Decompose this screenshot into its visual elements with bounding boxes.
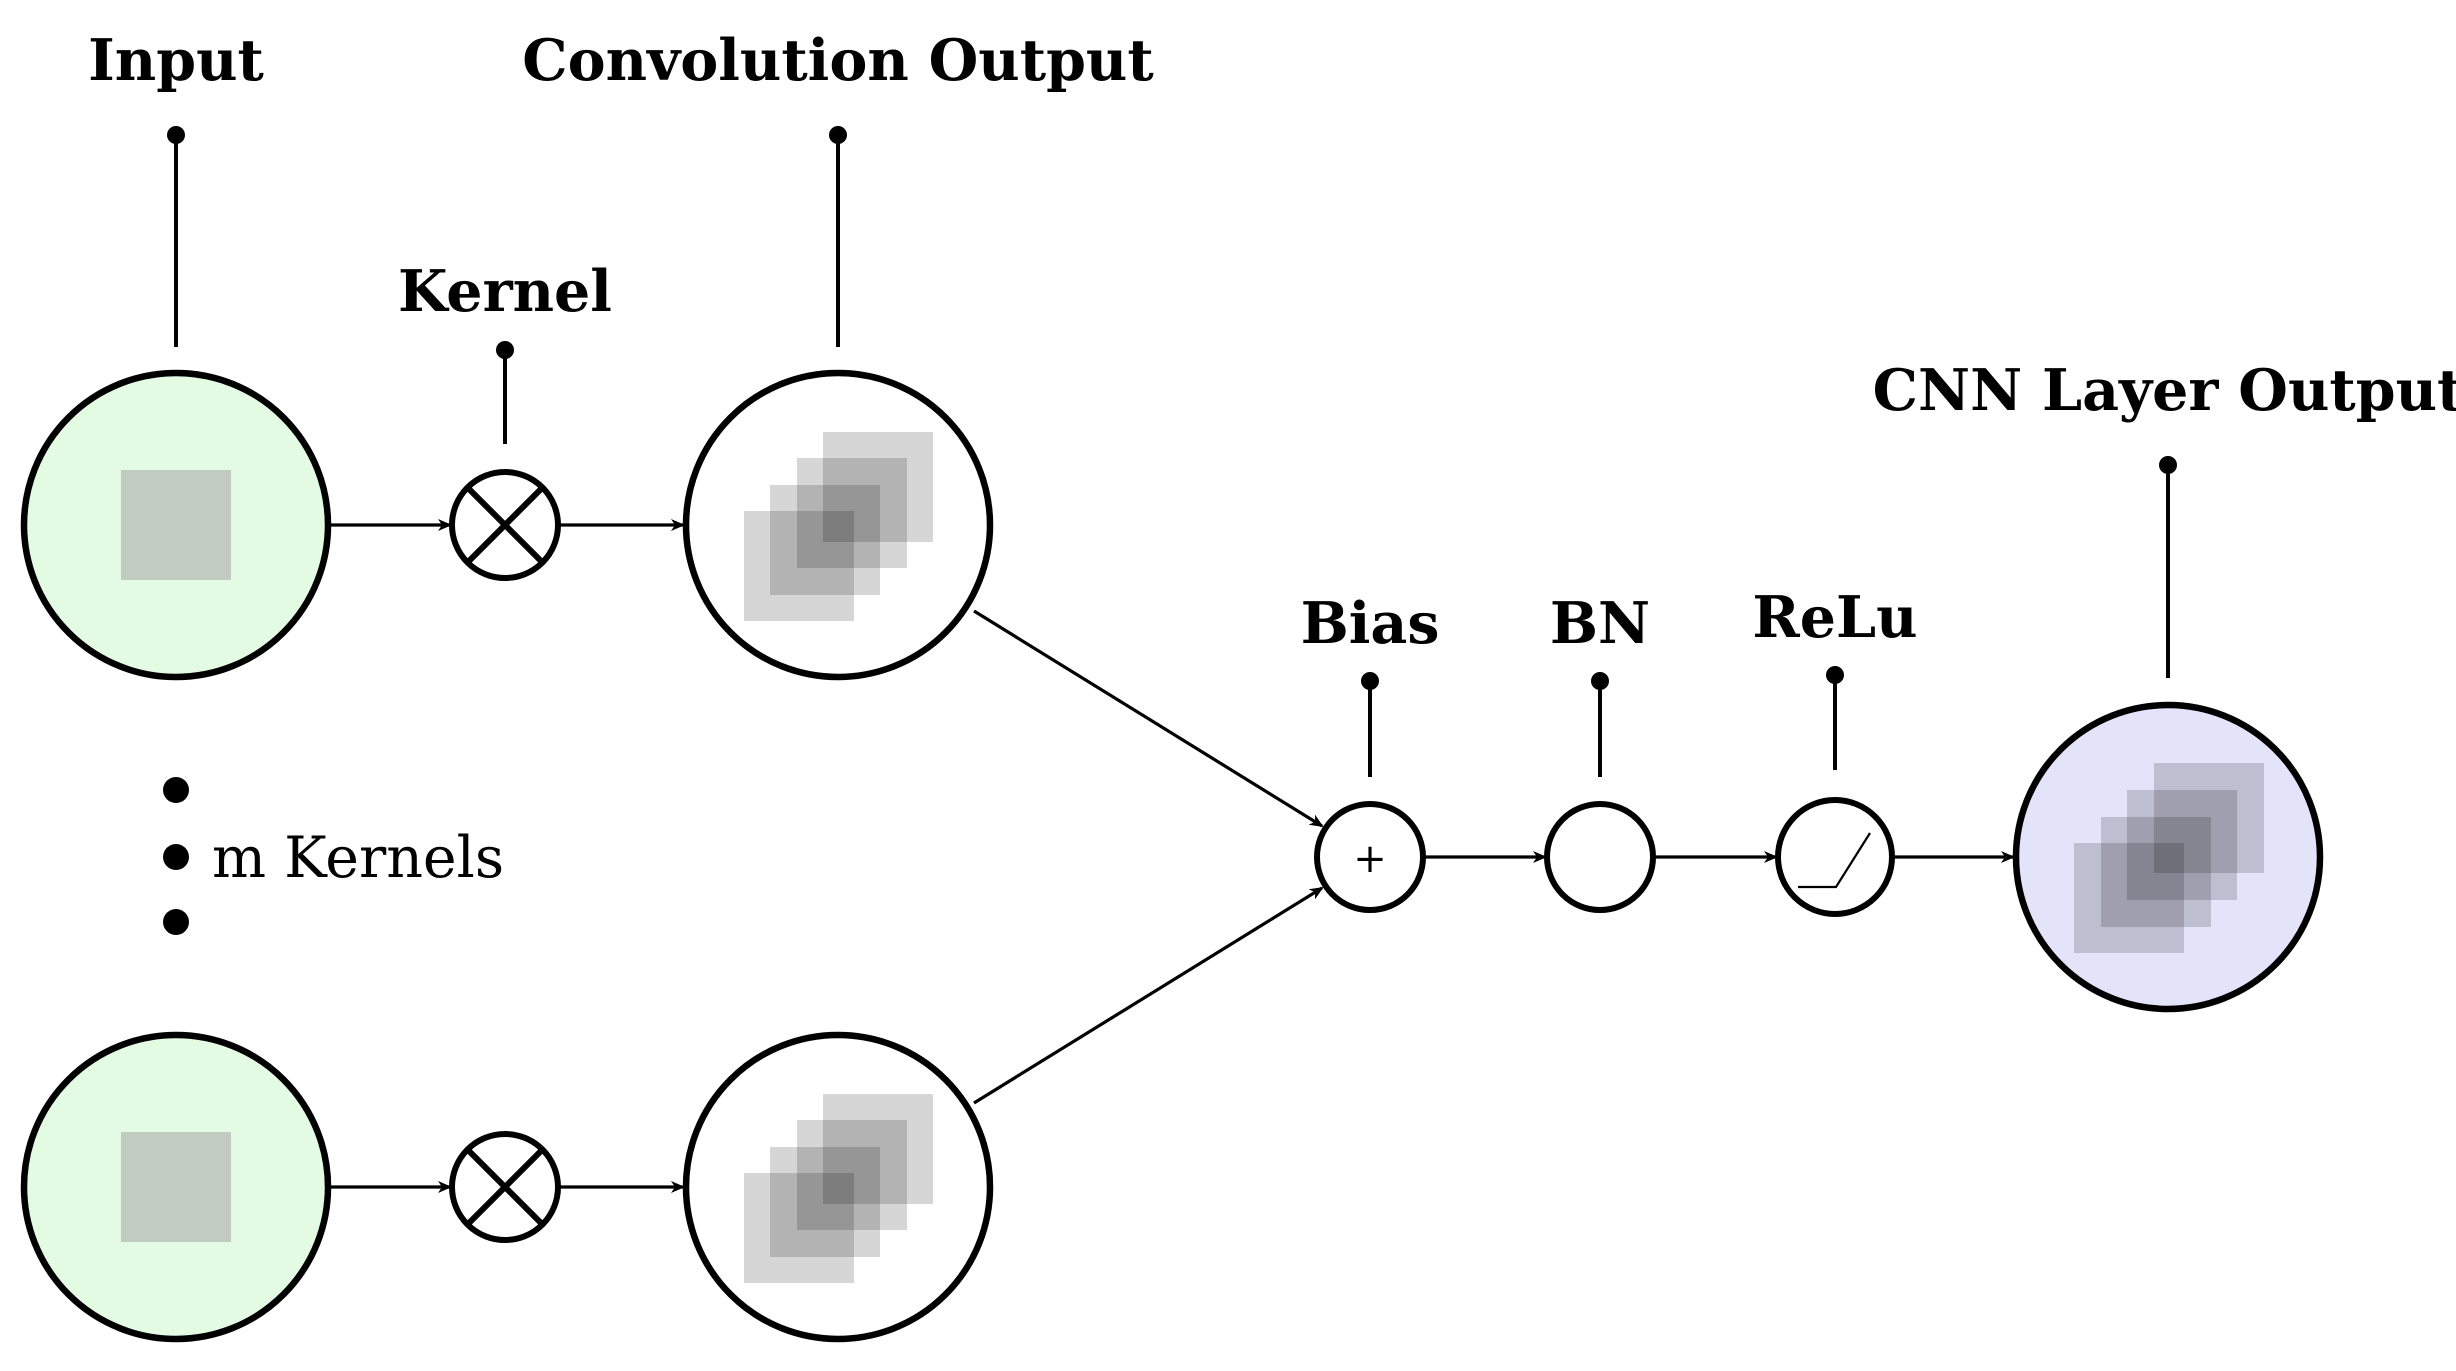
bias-add-node: + [1314,801,1426,913]
relu-label: ReLu [1752,584,1917,651]
cnn-layer-output-label: CNN Layer Output [1873,357,2456,424]
relu-curve-icon [1798,832,1871,889]
convolution-output-node-bottom [682,1031,994,1343]
input-label: Input [88,27,264,94]
bn-node [1544,801,1656,913]
leader-lines [167,126,2177,777]
m-kernels-label: m Kernels [212,825,504,891]
ellipsis-dots [163,777,189,935]
kernel-label: Kernel [398,258,612,325]
convolution-output-node-top [682,369,994,681]
kernel-multiply-icon-bottom [449,1131,561,1243]
bias-label: Bias [1301,590,1440,657]
connections [330,519,2015,1193]
bn-label: BN [1550,590,1650,657]
cnn-layer-output-node [2012,701,2324,1013]
kernel-multiply-icon-top [449,469,561,581]
input-node-bottom [20,1031,332,1343]
input-node-top [20,369,332,681]
plus-icon: + [1353,836,1387,882]
relu-node [1775,797,1895,917]
convolution-output-label: Convolution Output [522,27,1154,94]
